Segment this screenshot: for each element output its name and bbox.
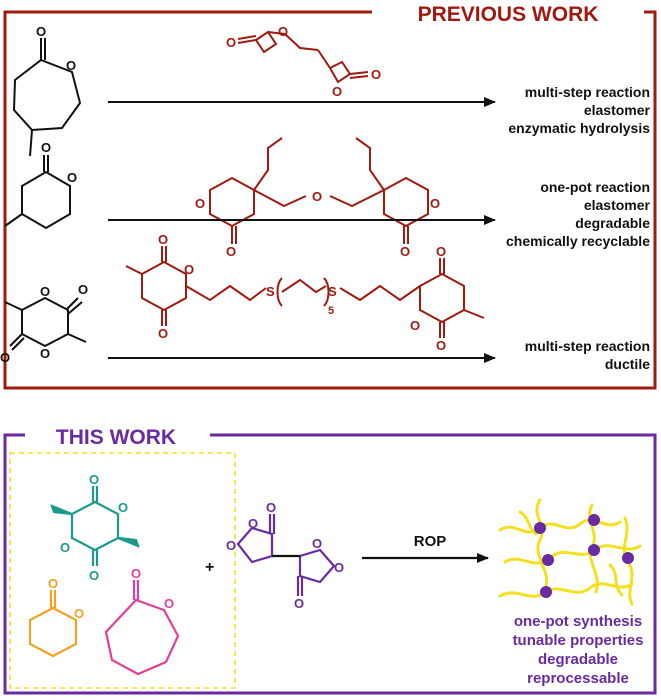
row-1-carbonyl-oxygen: O <box>36 24 46 39</box>
row-1-lactone-o-3: O <box>332 84 342 99</box>
pink-carbonyl-oxygen: O <box>131 566 141 581</box>
row-2-carbonate-o-3: O <box>400 244 410 259</box>
dioxolanone-ring-o-4: O <box>334 560 344 575</box>
row-3-note-2: ductile <box>605 356 650 372</box>
dioxolanone-carbonyl-o-2: O <box>294 596 304 611</box>
orange-ring-oxygen: O <box>74 606 84 621</box>
teal-lactide-o-3: O <box>60 540 70 555</box>
orange-carbonyl-oxygen: O <box>48 576 58 591</box>
network-crosslinks <box>534 514 634 598</box>
row-2-carbonate-o-2: O <box>226 244 236 259</box>
teal-lactide-o-4: O <box>89 568 99 583</box>
row-2-ether-oxygen: O <box>312 189 322 204</box>
outcome-1: one-pot synthesis <box>514 613 642 630</box>
row-3-sulfur-1: S <box>266 284 275 299</box>
dioxolanone-ring-o-3: O <box>312 536 322 551</box>
this-work-outcomes: one-pot synthesis tunable properties deg… <box>513 613 644 687</box>
row-1-lactone-o-1: O <box>226 35 236 50</box>
row-3-note-1: multi-step reaction <box>525 338 650 354</box>
row-3-lactide-o-9: O <box>410 318 420 333</box>
row-2-carbonyl-oxygen: O <box>41 140 51 155</box>
row-1-note-3: enzymatic hydrolysis <box>508 120 650 136</box>
row-3-lactide-o-2: O <box>40 346 50 361</box>
this-work-panel: THIS WORK <box>3 426 657 695</box>
rop-label: ROP <box>414 533 447 550</box>
row-3-lactide-o-10: O <box>436 338 446 353</box>
row-2-note-4: chemically recyclable <box>506 233 650 249</box>
row-3-lactide-o-7: O <box>158 326 168 341</box>
outcome-3: degradable <box>538 651 618 668</box>
plus-sign: + <box>205 559 214 576</box>
row-3-lactide <box>4 296 87 351</box>
previous-work-title: PREVIOUS WORK <box>418 3 599 26</box>
row-3-lactide-o-6: O <box>184 262 194 277</box>
row-2-ring-oxygen: O <box>67 170 77 185</box>
row-1-ring-oxygen: O <box>66 58 76 73</box>
row-3-lactide-o-1: O <box>40 284 50 299</box>
outcome-2: tunable properties <box>513 632 644 649</box>
dioxolanone-ring-o-2: O <box>248 516 258 531</box>
dioxolanone-carbonyl-o-1: O <box>266 500 276 515</box>
dioxolanone-ring-o-1: O <box>226 538 236 553</box>
row-1-note-2: elastomer <box>584 102 651 118</box>
row-1-lactone-o-2: O <box>278 24 288 39</box>
row-2-bis-cyclic-carbonate <box>209 137 429 244</box>
row-3-notes: multi-step reaction ductile <box>525 338 650 372</box>
row-1-note-1: multi-step reaction <box>525 84 650 100</box>
row-2-note-2: elastomer <box>584 197 651 213</box>
teal-lactide-o-1: O <box>89 472 99 487</box>
row-2-methyl-valerolactone <box>4 155 71 230</box>
row-2-carbonate-o-1: O <box>195 196 205 211</box>
row-2-notes: one-pot reaction elastomer degradable ch… <box>506 179 651 249</box>
row-3-chain-subscript: 5 <box>328 305 334 317</box>
previous-work-frame <box>3 10 657 390</box>
row-2-carbonate-o-4: O <box>430 196 440 211</box>
outcome-4: reprocessable <box>527 670 629 687</box>
row-3-lactide-o-3: O <box>78 282 88 297</box>
row-3-lactide-o-5: O <box>158 232 168 247</box>
row-1-lactone-o-4: O <box>371 67 381 82</box>
teal-lactide <box>50 486 140 566</box>
row-3-lactide-o-4: O <box>0 350 10 365</box>
row-2-note-3: degradable <box>575 215 650 231</box>
teal-lactide-o-2: O <box>118 500 128 515</box>
row-1-notes: multi-step reaction elastomer enzymatic … <box>508 84 650 136</box>
row-1-bis-beta-lactone <box>237 30 369 84</box>
row-2-note-1: one-pot reaction <box>540 179 650 195</box>
previous-work-panel: PREVIOUS WORK <box>3 3 657 390</box>
row-3-bis-lactide-thioether <box>125 246 485 338</box>
bis-dioxolanone <box>236 514 336 596</box>
row-3-lactide-o-8: O <box>436 244 446 259</box>
orange-valerolactone <box>28 590 78 658</box>
row-1-methyl-caprolactone <box>12 38 82 157</box>
monomer-selection-box <box>9 452 236 689</box>
polymer-network <box>498 498 642 606</box>
pink-caprolactone <box>104 580 180 676</box>
row-3-sulfur-2: S <box>328 284 337 299</box>
this-work-title: THIS WORK <box>56 426 176 449</box>
this-work-frame <box>3 433 657 695</box>
pink-ring-oxygen: O <box>164 596 174 611</box>
